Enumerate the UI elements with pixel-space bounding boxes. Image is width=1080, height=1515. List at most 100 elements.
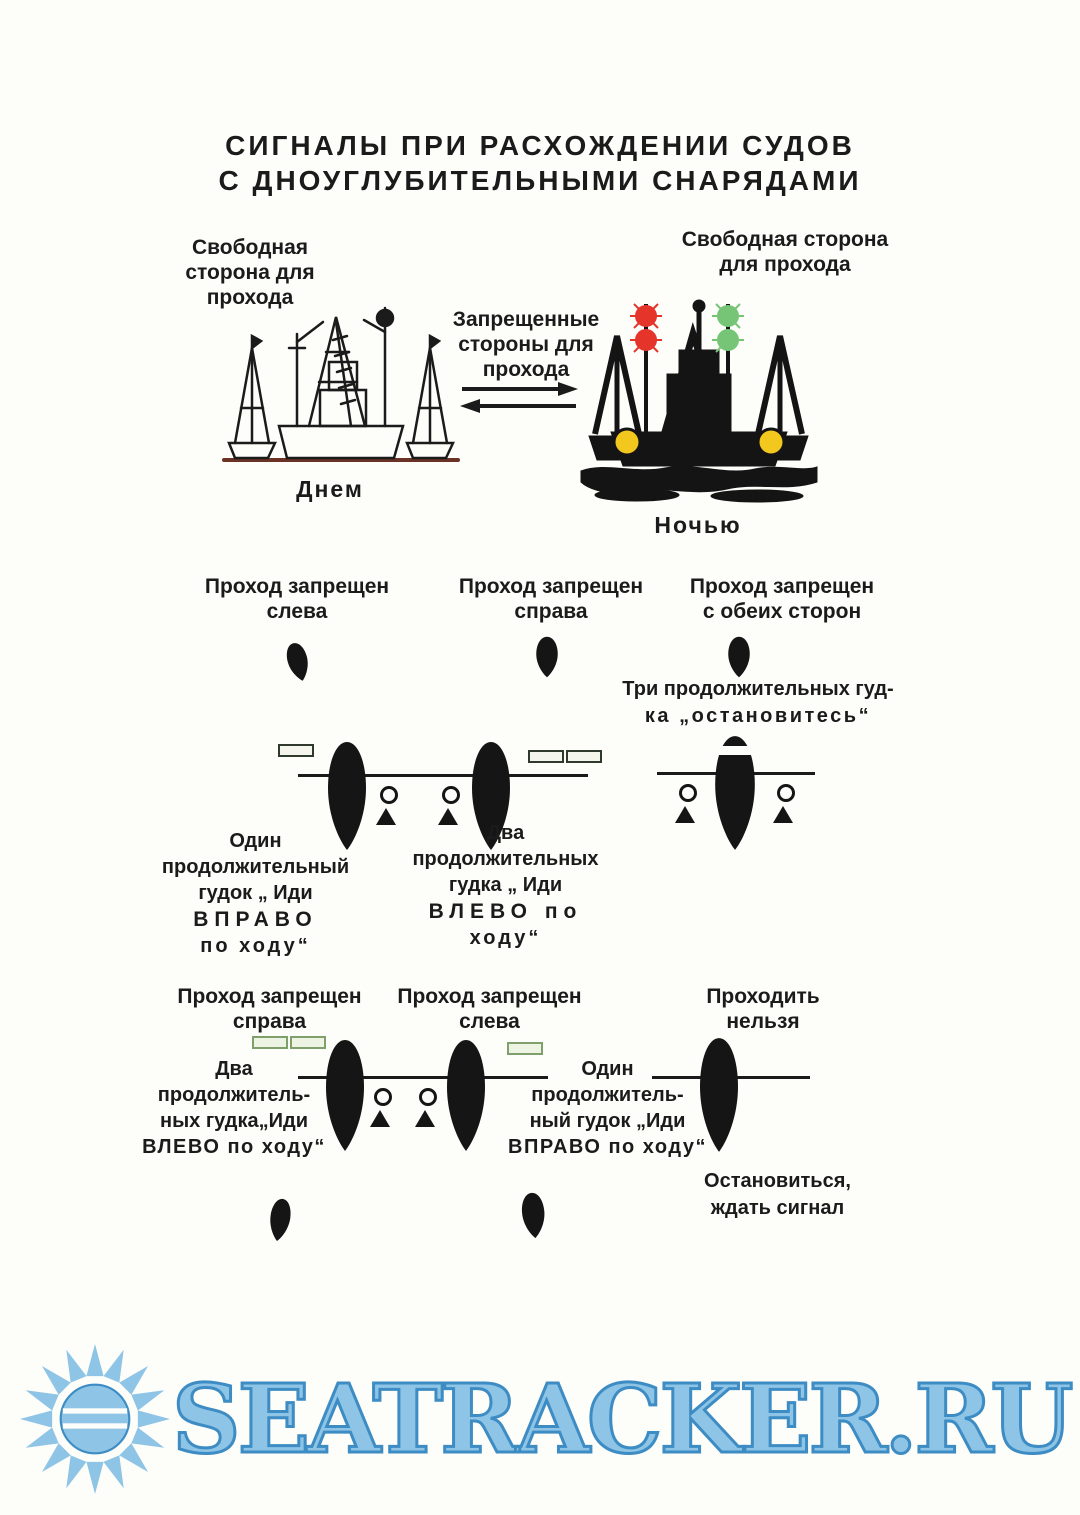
float-dash-icon	[252, 1036, 288, 1049]
text-line: Проход запрещен	[177, 985, 362, 1008]
label-forbidden-sides: Запрещенные стороны для прохода	[436, 308, 616, 382]
dredger-night-illustration	[580, 299, 818, 503]
text-line: слева	[266, 599, 328, 623]
row2-col2-header: Проход запрещен слева	[382, 985, 597, 1035]
text-line: Три продолжительных гуд-	[622, 678, 894, 700]
text-line: ных гудка„Иди	[160, 1110, 308, 1132]
ball-signal-icon	[679, 784, 697, 802]
text-line: ВПРАВО по ходу“	[508, 1136, 707, 1158]
text-line: Два	[486, 822, 525, 844]
text-line: для прохода	[719, 252, 851, 276]
mooring-line	[298, 1076, 433, 1079]
text-line: Проход запрещен	[458, 575, 644, 598]
text-line: Один	[229, 830, 282, 852]
dredger-plan-symbol	[428, 738, 606, 863]
dredger-plan-symbol	[403, 1032, 593, 1167]
row2-col3-note: Остановиться, ждать сигнал	[650, 1168, 905, 1222]
float-dash-icon	[566, 750, 602, 763]
text-line: сторона для	[185, 260, 315, 284]
text-line: продолжительных	[412, 848, 599, 870]
row2-col1-header: Проход запрещен справа	[162, 985, 377, 1035]
float-dash-icon	[278, 744, 314, 757]
dredger-hull-icon	[447, 1040, 485, 1151]
text-line: ка „остановитесь“	[644, 705, 872, 727]
text-line: гудок „ Иди	[198, 882, 313, 904]
ball-signal-icon	[777, 784, 795, 802]
watermark: SEATRACKER.RU	[20, 1344, 1075, 1494]
row1-col1-caption: Один продолжительный гудок „ Иди ВПРАВО …	[148, 828, 363, 959]
green-lights-icon	[712, 303, 744, 353]
text-line: Проход запрещен	[204, 575, 390, 598]
text-line: продолжитель-	[157, 1084, 311, 1106]
double-arrow-icon	[460, 382, 578, 413]
cone-signal-icon	[773, 806, 793, 823]
text-line: прохода	[206, 285, 294, 309]
row1-col2-header: Проход запрещен справа	[446, 575, 656, 625]
ball-signal-icon	[419, 1088, 437, 1106]
cone-signal-icon	[415, 1110, 435, 1127]
text-line: стороны для	[458, 332, 594, 356]
red-lights-icon	[630, 303, 662, 353]
dredger-plan-symbol	[650, 1030, 820, 1165]
passing-vessel-icon	[267, 1197, 293, 1243]
watermark-text: SEATRACKER.RU	[170, 1363, 1074, 1477]
text-line: Один	[581, 1058, 634, 1080]
title-line-2: С ДНОУГЛУБИТЕЛЬНЫМИ СНАРЯДАМИ	[218, 165, 862, 196]
text-line: ВЛЕВО по	[428, 900, 583, 923]
text-line: Два	[215, 1058, 253, 1080]
text-line: ВЛЕВО по ходу“	[142, 1136, 326, 1158]
text-line: ходу“	[469, 927, 542, 950]
text-line: Свободная	[191, 236, 309, 259]
ball-signal-icon	[442, 786, 460, 804]
row1-col3-note: Три продолжительных гуд- ка „остановитес…	[588, 676, 928, 730]
row1-col3-header: Проход запрещен с обеих сторон	[662, 575, 902, 625]
white-dash-icon	[715, 746, 755, 755]
text-line: справа	[232, 1009, 307, 1033]
text-line: продолжительный	[161, 856, 350, 878]
cone-signal-icon	[438, 808, 458, 825]
text-line: Свободная сторона	[681, 228, 889, 251]
passing-vessel-icon	[728, 636, 750, 678]
caption-day: Днем	[296, 476, 364, 502]
row2-col1-caption: Два продолжитель- ных гудка„Иди ВЛЕВО по…	[128, 1056, 340, 1160]
dredger-hull-icon	[700, 1038, 738, 1152]
mooring-line	[298, 774, 440, 777]
text-line: слева	[459, 1009, 520, 1033]
text-line: Остановиться,	[704, 1170, 851, 1192]
text-line: ВПРАВО	[193, 908, 318, 931]
title-line-1: СИГНАЛЫ ПРИ РАСХОЖДЕНИИ СУДОВ	[225, 130, 855, 161]
row1-col2-caption: Два продолжительных гудка „ Иди ВЛЕВО по…	[398, 820, 613, 951]
float-dash-icon	[290, 1036, 326, 1049]
label-free-side-night: Свободная сторона для прохода	[655, 228, 915, 278]
text-line: Проходить	[706, 985, 820, 1008]
text-line: Проход запрещен	[689, 575, 875, 598]
sun-icon	[20, 1344, 170, 1494]
dredger-plan-symbol	[270, 738, 445, 863]
text-line: по ходу“	[200, 935, 311, 958]
text-line: гудка „ Иди	[448, 874, 563, 896]
float-dash-icon	[528, 750, 564, 763]
yellow-light-icon	[756, 427, 786, 457]
label-free-side-day: Свободная сторона для прохода	[166, 236, 334, 310]
text-line: справа	[514, 599, 588, 623]
dredger-plan-symbol	[653, 730, 823, 862]
cone-signal-icon	[675, 806, 695, 823]
passing-vessel-icon	[536, 636, 558, 678]
text-line: с обеих сторон	[702, 599, 862, 623]
dredger-plan-symbol	[240, 1032, 440, 1167]
text-line: нельзя	[726, 1009, 800, 1033]
row1-col1-header: Проход запрещен слева	[192, 575, 402, 625]
passing-vessel-icon	[283, 640, 313, 684]
page-title: СИГНАЛЫ ПРИ РАСХОЖДЕНИИ СУДОВ С ДНОУГЛУБ…	[120, 128, 960, 198]
text-line: ждать сигнал	[710, 1197, 845, 1219]
row2-col2-caption: Один продолжитель- ный гудок „Иди ВПРАВО…	[495, 1056, 720, 1160]
ball-signal-icon	[374, 1088, 392, 1106]
text-line: Проход запрещен	[397, 985, 582, 1008]
passing-vessel-icon	[520, 1191, 547, 1240]
text-line: ный гудок „Иди	[529, 1110, 686, 1132]
ball-signal-icon	[380, 786, 398, 804]
text-line: продолжитель-	[531, 1084, 684, 1106]
float-dash-icon	[507, 1042, 543, 1055]
text-line: прохода	[482, 357, 570, 381]
